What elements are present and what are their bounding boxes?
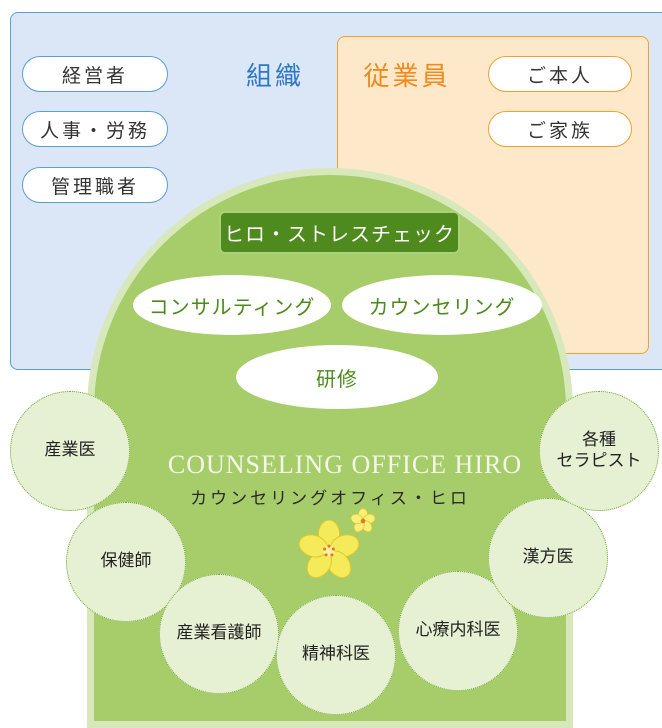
specialist-label: 産業看護師 [176,623,262,644]
small-flower-icon [350,508,376,533]
pill-executives: 経営者 [22,56,168,92]
pill-self: ご本人 [488,56,632,92]
brand-name-english: COUNSELING OFFICE HIRO [167,450,523,479]
organization-title: 組織 [245,62,304,92]
specialist-label-line1: 各種 [582,429,616,450]
specialist-industrial-physician: 産業医 [10,391,130,511]
stress-check-header: ヒロ・ストレスチェック [219,211,460,254]
pill-managers: 管理職者 [22,167,168,203]
flower-icon [298,520,360,579]
service-training: 研修 [236,345,438,409]
specialist-label: 心療内科医 [415,620,501,641]
specialist-psychiatrist: 精神科医 [276,595,396,715]
specialist-label: 漢方医 [522,547,574,568]
service-consulting: コンサルティング [133,275,331,335]
specialist-label: 精神科医 [302,644,370,665]
service-counseling: カウンセリング [342,275,542,335]
pill-family: ご家族 [488,111,632,147]
pill-hr-labor: 人事・労務 [22,111,168,147]
specialist-label: 保健師 [100,551,152,572]
employees-title: 従業員 [363,62,451,92]
specialist-label-line2: セラピスト [556,451,642,471]
specialist-label: 産業医 [44,440,96,461]
specialist-kampo-doctor: 漢方医 [488,498,608,618]
specialist-occupational-nurse: 産業看護師 [159,574,279,694]
specialist-therapists: 各種 セラピスト [539,391,659,511]
specialist-public-health-nurse: 保健師 [66,502,186,622]
brand-name-japanese: カウンセリングオフィス・ヒロ [190,489,470,509]
